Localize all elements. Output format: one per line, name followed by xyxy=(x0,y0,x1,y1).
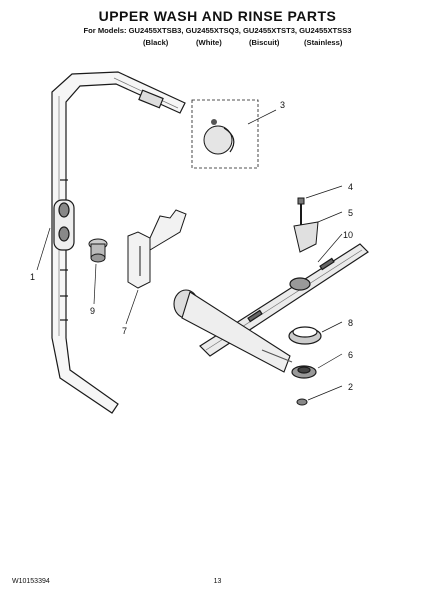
leader-lines xyxy=(36,109,343,401)
part-7-bracket xyxy=(127,209,187,289)
callout-2: 2 xyxy=(348,382,353,392)
callout-6: 6 xyxy=(348,350,353,360)
doc-number: W10153394 xyxy=(12,578,50,585)
callout-5: 5 xyxy=(348,208,353,218)
feed-tube xyxy=(173,289,293,373)
callout-7: 7 xyxy=(122,326,127,336)
callout-4: 4 xyxy=(348,182,353,192)
color-white: (White) xyxy=(196,38,222,47)
color-black: (Black) xyxy=(143,38,169,47)
callout-9: 9 xyxy=(90,306,95,316)
model-list: For Models: GU2455XTSB3, GU2455XTSQ3, GU… xyxy=(83,26,352,35)
callout-1: 1 xyxy=(30,272,35,282)
part-1-manifold xyxy=(51,71,186,414)
part-5-hub xyxy=(293,221,319,253)
part-2-washer xyxy=(296,398,308,406)
part-6-bearing xyxy=(291,365,317,379)
page-number: 13 xyxy=(213,578,222,585)
color-stainless: (Stainless) xyxy=(304,38,343,47)
part-9-connector xyxy=(88,238,108,263)
part-8-ring xyxy=(288,326,322,345)
part-3-clip xyxy=(191,99,259,169)
callout-10: 10 xyxy=(343,230,353,240)
color-biscuit: (Biscuit) xyxy=(249,38,280,47)
callout-8: 8 xyxy=(348,318,353,328)
part-4-screw xyxy=(297,197,305,226)
callout-3: 3 xyxy=(280,100,285,110)
page-title: UPPER WASH AND RINSE PARTS xyxy=(98,8,337,24)
